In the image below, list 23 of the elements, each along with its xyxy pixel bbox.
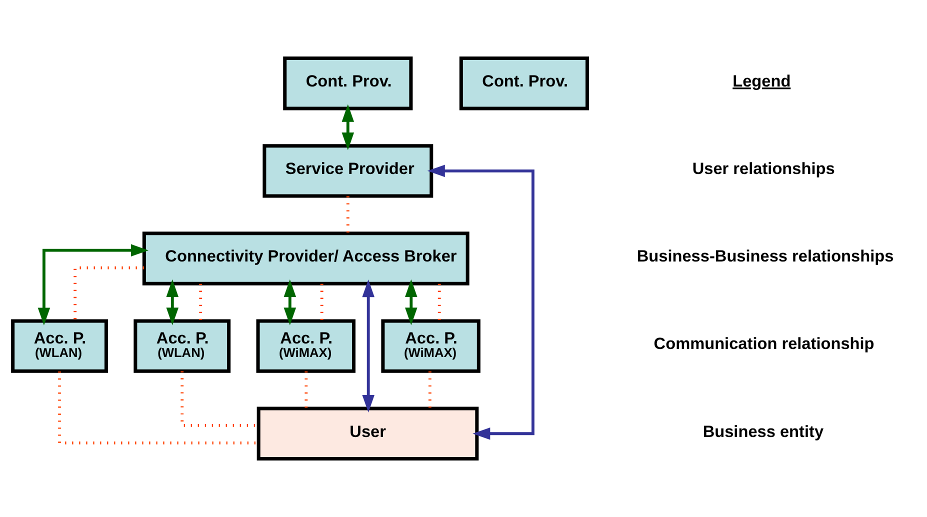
node-box: Cont. Prov. <box>283 56 413 110</box>
arrow <box>427 164 534 440</box>
legend-label: Business-Business relationships <box>636 248 894 266</box>
arrow <box>166 279 179 326</box>
node-box: Acc. P. (WLAN) <box>11 319 108 373</box>
label: Legend <box>732 72 791 91</box>
arrow <box>405 279 418 326</box>
legend-label: User relationships <box>692 160 835 178</box>
legend-label: Business entity <box>702 422 824 441</box>
arrow <box>342 104 354 150</box>
arrow <box>38 244 149 326</box>
node-box: Service Provider <box>262 144 434 198</box>
connector <box>58 372 258 444</box>
node-box: Acc. P. (WLAN) <box>134 319 231 373</box>
arrow <box>362 280 374 413</box>
legend-label: Communication relationship <box>654 335 874 354</box>
node-box: Connectivity Provider/ Access Broker <box>142 232 470 286</box>
arrow <box>284 279 296 326</box>
connector <box>74 266 144 321</box>
node-box: User <box>256 406 479 460</box>
node-box: Acc. P. (WiMAX) <box>381 319 480 373</box>
node-box: Acc. P. (WiMAX) <box>256 319 356 373</box>
node-box: Cont. Prov. <box>459 56 590 110</box>
